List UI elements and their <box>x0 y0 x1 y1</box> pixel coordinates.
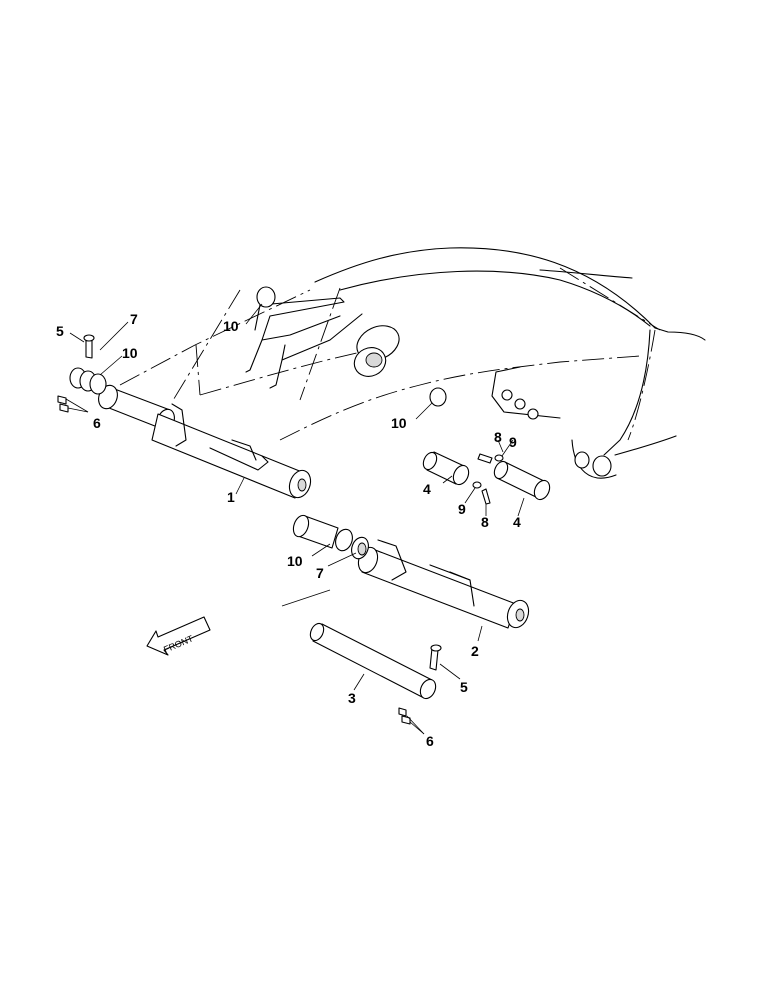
boom-outline <box>119 247 706 479</box>
callout-5a: 5 <box>56 323 64 339</box>
boom-cylinder-2 <box>357 539 530 629</box>
left-pin-group <box>57 334 107 413</box>
bolts-washers <box>472 389 612 505</box>
rod-end-bushings <box>292 514 369 560</box>
front-arrow: FRONT <box>146 616 211 656</box>
pins-4 <box>422 451 551 501</box>
callout-8b: 8 <box>481 514 489 530</box>
rings-10 <box>256 286 447 407</box>
boom-pin-boss <box>353 325 400 377</box>
callout-7b: 7 <box>316 565 324 581</box>
callout-6a: 6 <box>93 415 101 431</box>
callout-10c: 10 <box>391 415 407 431</box>
callout-9b: 9 <box>458 501 466 517</box>
callout-10d: 10 <box>287 553 303 569</box>
callout-7a: 7 <box>130 311 138 327</box>
callout-5b: 5 <box>460 679 468 695</box>
callout-labels: 1 2 3 4 4 5 5 6 6 7 7 8 8 9 9 10 10 10 1… <box>56 311 521 749</box>
callout-2: 2 <box>471 643 479 659</box>
leader-lines <box>65 303 525 735</box>
callout-10a: 10 <box>122 345 138 361</box>
callout-9a: 9 <box>509 434 517 450</box>
callout-1: 1 <box>227 489 235 505</box>
boom-cylinder-1 <box>98 384 312 499</box>
callout-4b: 4 <box>513 514 521 530</box>
pin-3-group <box>281 589 442 725</box>
callout-8a: 8 <box>494 429 502 445</box>
callout-3: 3 <box>348 690 356 706</box>
callout-6b: 6 <box>426 733 434 749</box>
callout-4a: 4 <box>423 481 431 497</box>
hose-bracket <box>245 297 363 389</box>
callout-10b: 10 <box>223 318 239 334</box>
